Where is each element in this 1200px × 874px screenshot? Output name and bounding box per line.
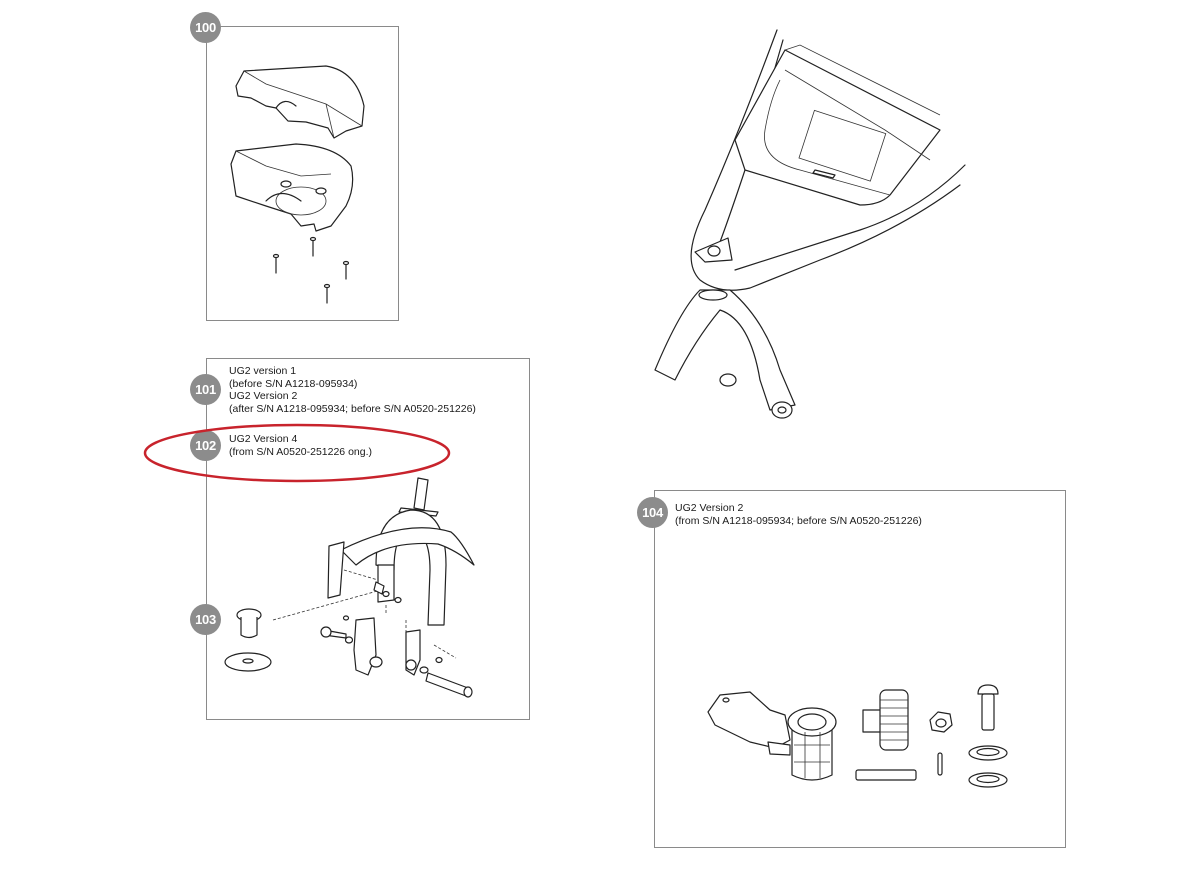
label-102-line2: (from S/N A0520-251226 ong.) [229, 445, 373, 458]
hub-parts-illustration [707, 684, 1008, 788]
callout-badge-100: 100 [190, 12, 221, 43]
frame-front-illustration [654, 29, 966, 419]
callout-badge-102: 102 [190, 430, 221, 461]
callout-badge-103: 103 [190, 604, 221, 635]
cover-assembly-illustration [230, 65, 365, 304]
label-102-line1: UG2 Version 4 [229, 433, 298, 445]
panel-104-parts [654, 490, 1066, 848]
label-102: UG2 Version 4 (from S/N A0520-251226 ong… [229, 433, 372, 458]
fork-assembly-illustration [224, 477, 475, 698]
label-101-line4: (after S/N A1218-095934; before S/N A052… [229, 402, 476, 415]
label-101-line1: UG2 version 1 [229, 365, 297, 377]
callout-badge-101: 101 [190, 374, 221, 405]
label-104-line2: (from S/N A1218-095934; before S/N A0520… [675, 514, 922, 527]
callout-badge-104: 104 [637, 497, 668, 528]
label-101-line2: (before S/N A1218-095934) [229, 377, 358, 390]
label-101: UG2 version 1 (before S/N A1218-095934) … [229, 365, 476, 415]
label-104: UG2 Version 2 (from S/N A1218-095934; be… [675, 502, 922, 527]
label-101-line3: UG2 Version 2 [229, 390, 298, 402]
label-104-line1: UG2 Version 2 [675, 502, 744, 514]
